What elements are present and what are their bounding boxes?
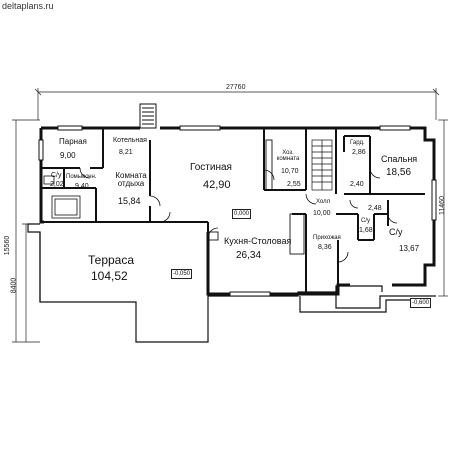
garderobe-area: 2,86 — [352, 149, 366, 156]
dimension-lines — [12, 88, 448, 343]
wc-small-area: 1,68 — [359, 227, 373, 234]
closet-area: 2,40 — [350, 181, 364, 188]
boiler-room-name: Котельная — [113, 137, 147, 144]
kitchen-dining-name: Кухня-Столовая — [224, 236, 292, 246]
left-total-label: 15560 — [4, 235, 12, 256]
living-room-name: Гостиная — [190, 162, 232, 173]
steam-room-area: 9,00 — [60, 151, 76, 160]
watermark: deltaplans.ru — [2, 1, 54, 11]
wash-room-name: Помывочн. — [66, 174, 97, 180]
overall-width-label: 27760 — [226, 84, 246, 91]
ground-level-mark: -0,600 — [410, 298, 432, 308]
terrace-outline — [27, 223, 436, 343]
floor-level-mark: 0,000 — [232, 209, 252, 219]
terrace-area: 104,52 — [91, 269, 128, 283]
terrace-name: Терраса — [88, 253, 135, 267]
right-depth-label: 11460 — [438, 196, 446, 215]
rest-room-area: 15,84 — [118, 196, 141, 206]
utility-room-name: Хоз. комната — [276, 150, 300, 162]
wc-small-name: С/у — [361, 218, 370, 224]
wc-left-area: 2,02 — [50, 181, 64, 188]
corridor-area: 2,55 — [287, 181, 301, 188]
staircase — [311, 139, 333, 191]
door-swings — [79, 167, 398, 263]
kitchen-dining-area: 26,34 — [236, 250, 262, 261]
wc-right-name: С/у — [389, 227, 403, 237]
hall-area: 10,00 — [313, 210, 331, 217]
entrance-area: 8,36 — [318, 244, 332, 251]
rest-room-name: Комната отдыха — [115, 171, 147, 188]
garderobe-name: Гард. — [350, 140, 365, 146]
chimney — [139, 103, 157, 129]
steam-room-name: Парная — [59, 137, 87, 146]
kitchen-counters — [207, 139, 305, 255]
bedroom-area: 18,56 — [386, 167, 412, 178]
utility-room-area: 10,70 — [281, 168, 299, 175]
living-room-area: 42,90 — [203, 179, 231, 191]
vestibule-area: 2,48 — [368, 205, 382, 212]
bedroom-name: Спальня — [381, 154, 418, 164]
bath-fixtures — [43, 175, 81, 219]
wash-room-area: 9,40 — [75, 183, 89, 190]
entrance-name: Прихожая — [313, 235, 341, 241]
hall-name: Холл — [316, 199, 331, 205]
terrace-level-mark: -0,050 — [171, 269, 193, 279]
wc-left-name: С/у — [51, 172, 62, 179]
window-marks — [38, 125, 437, 297]
wc-right-area: 13,67 — [399, 244, 420, 253]
left-lower-label: 8400 — [10, 277, 18, 294]
boiler-room-area: 8,21 — [119, 149, 133, 156]
